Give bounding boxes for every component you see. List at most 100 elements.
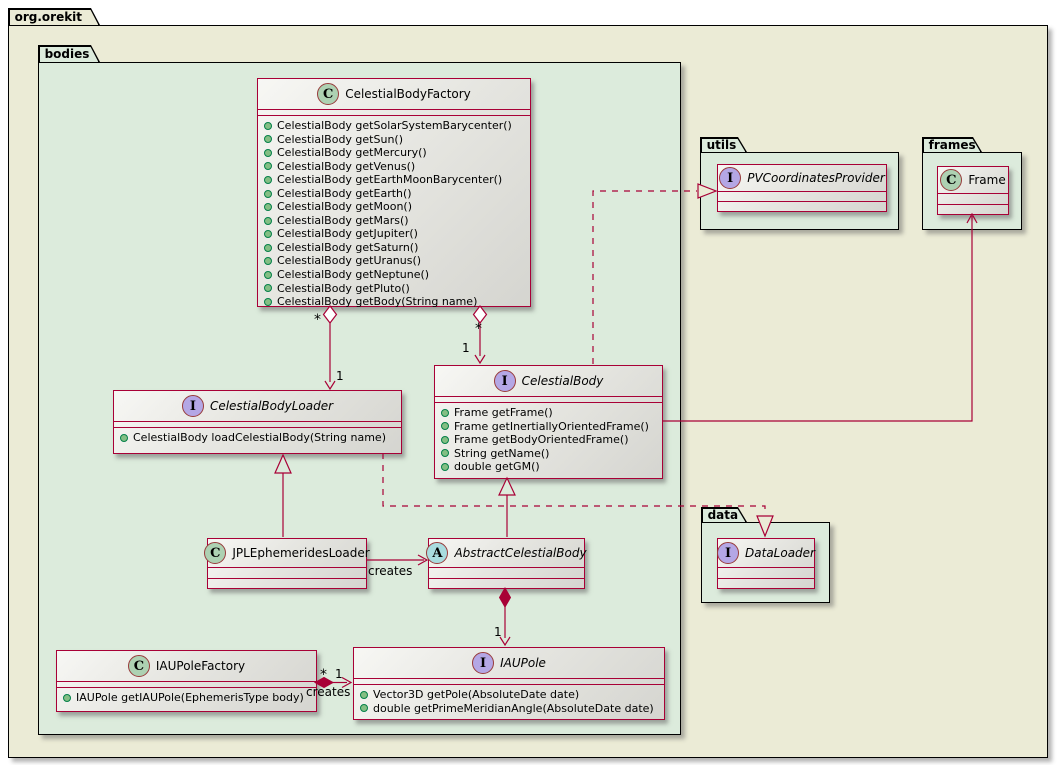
abstract-class-abstract-celestial-body[interactable]: A AbstractCelestialBody bbox=[426, 538, 587, 589]
methods-compartment: IAUPole getIAUPole(EphemerisType body) bbox=[57, 688, 316, 711]
method-row: Vector3D getPole(AbsoluteDate date) bbox=[360, 688, 658, 702]
class-title: IAUPole bbox=[500, 656, 546, 670]
public-visibility-icon bbox=[264, 189, 272, 198]
class-title: PVCoordinatesProvider bbox=[747, 171, 885, 185]
class-title: DataLoader bbox=[745, 546, 815, 560]
public-visibility-icon bbox=[264, 297, 272, 306]
package-label: org.orekit bbox=[10, 10, 99, 25]
public-visibility-icon bbox=[264, 121, 272, 130]
method-row: CelestialBody getVenus() bbox=[264, 160, 524, 174]
class-title: Frame bbox=[968, 173, 1006, 187]
method-row: CelestialBody getEarth() bbox=[264, 187, 524, 201]
method-row: CelestialBody getSolarSystemBarycenter() bbox=[264, 119, 524, 133]
class-title: AbstractCelestialBody bbox=[454, 546, 587, 560]
public-visibility-icon bbox=[441, 408, 449, 417]
method-row: CelestialBody getUranus() bbox=[264, 254, 524, 268]
public-visibility-icon bbox=[441, 462, 449, 471]
class-header: I IAUPole bbox=[354, 648, 664, 678]
interface-pv-coordinates-provider[interactable]: I PVCoordinatesProvider bbox=[717, 164, 887, 212]
method-row: CelestialBody getSaturn() bbox=[264, 241, 524, 255]
public-visibility-icon bbox=[264, 243, 272, 252]
methods-compartment: Frame getFrame() Frame getInertiallyOrie… bbox=[435, 403, 662, 478]
interface-celestial-body-loader[interactable]: I CelestialBodyLoader CelestialBody load… bbox=[113, 390, 402, 454]
class-header: C CelestialBodyFactory bbox=[258, 79, 530, 109]
class-header: C JPLEphemeridesLoader bbox=[204, 539, 370, 567]
class-jpl-ephemerides-loader[interactable]: C JPLEphemeridesLoader bbox=[204, 538, 370, 589]
class-header: I CelestialBody bbox=[435, 366, 662, 396]
class-header: C IAUPoleFactory bbox=[57, 651, 316, 681]
interface-celestial-body[interactable]: I CelestialBody Frame getFrame() Frame g… bbox=[434, 365, 663, 479]
method-row: CelestialBody getJupiter() bbox=[264, 227, 524, 241]
method-row: double getPrimeMeridianAngle(AbsoluteDat… bbox=[360, 702, 658, 716]
interface-icon: I bbox=[181, 395, 204, 417]
package-label: data bbox=[703, 509, 746, 522]
method-row: CelestialBody getEarthMoonBarycenter() bbox=[264, 173, 524, 187]
public-visibility-icon bbox=[441, 435, 449, 444]
method-row: CelestialBody getSun() bbox=[264, 133, 524, 147]
package-label: utils bbox=[702, 139, 746, 152]
methods-compartment bbox=[718, 201, 886, 211]
public-visibility-icon bbox=[264, 257, 272, 266]
fields-compartment bbox=[938, 193, 1008, 204]
package-tab-utils: utils bbox=[700, 137, 747, 152]
public-visibility-icon bbox=[264, 203, 272, 212]
public-visibility-icon bbox=[264, 175, 272, 184]
method-row: String getName() bbox=[441, 447, 656, 461]
class-title: JPLEphemeridesLoader bbox=[232, 546, 370, 560]
class-title: CelestialBodyFactory bbox=[345, 87, 471, 101]
class-icon: C bbox=[204, 542, 227, 564]
package-tab-bodies: bodies bbox=[38, 45, 100, 62]
fields-compartment bbox=[718, 567, 814, 578]
method-row: Frame getInertiallyOrientedFrame() bbox=[441, 420, 656, 434]
method-row: CelestialBody loadCelestialBody(String n… bbox=[120, 431, 395, 445]
fields-compartment bbox=[354, 678, 664, 685]
fields-compartment bbox=[435, 396, 662, 403]
public-visibility-icon bbox=[360, 704, 368, 713]
fields-compartment bbox=[258, 109, 530, 116]
methods-compartment bbox=[718, 577, 814, 589]
class-title: CelestialBodyLoader bbox=[209, 399, 334, 413]
interface-icon: I bbox=[719, 167, 742, 189]
public-visibility-icon bbox=[441, 449, 449, 458]
public-visibility-icon bbox=[264, 216, 272, 225]
public-visibility-icon bbox=[63, 693, 71, 702]
interface-icon: I bbox=[717, 542, 740, 564]
class-header: I PVCoordinatesProvider bbox=[718, 165, 886, 191]
methods-compartment: CelestialBody getSolarSystemBarycenter()… bbox=[258, 116, 530, 311]
class-header: I CelestialBodyLoader bbox=[114, 391, 401, 421]
package-label: frames bbox=[924, 139, 981, 152]
method-row: CelestialBody getBody(String name) bbox=[264, 295, 524, 309]
class-icon: C bbox=[940, 169, 963, 191]
public-visibility-icon bbox=[120, 433, 128, 442]
method-row: IAUPole getIAUPole(EphemerisType body) bbox=[63, 691, 310, 705]
class-title: IAUPoleFactory bbox=[155, 659, 246, 673]
fields-compartment bbox=[429, 567, 584, 578]
class-title: CelestialBody bbox=[521, 374, 604, 388]
interface-iau-pole[interactable]: I IAUPole Vector3D getPole(AbsoluteDate … bbox=[353, 647, 665, 720]
method-row: CelestialBody getMars() bbox=[264, 214, 524, 228]
interface-icon: I bbox=[493, 370, 516, 392]
class-frame[interactable]: C Frame bbox=[937, 166, 1009, 215]
methods-compartment bbox=[938, 203, 1008, 215]
public-visibility-icon bbox=[264, 270, 272, 279]
fields-compartment bbox=[208, 567, 366, 578]
public-visibility-icon bbox=[264, 148, 272, 157]
class-icon: C bbox=[317, 83, 340, 105]
class-iau-pole-factory[interactable]: C IAUPoleFactory IAUPole getIAUPole(Ephe… bbox=[56, 650, 317, 712]
method-row: CelestialBody getNeptune() bbox=[264, 268, 524, 282]
public-visibility-icon bbox=[264, 230, 272, 239]
methods-compartment: Vector3D getPole(AbsoluteDate date) doub… bbox=[354, 685, 664, 719]
public-visibility-icon bbox=[264, 162, 272, 171]
method-row: CelestialBody getMercury() bbox=[264, 146, 524, 160]
method-row: Frame getBodyOrientedFrame() bbox=[441, 433, 656, 447]
interface-data-loader[interactable]: I DataLoader bbox=[717, 538, 815, 589]
public-visibility-icon bbox=[264, 135, 272, 144]
package-tab-frames: frames bbox=[922, 137, 982, 152]
class-header: C Frame bbox=[938, 167, 1008, 193]
methods-compartment bbox=[208, 577, 366, 589]
method-row: Frame getFrame() bbox=[441, 406, 656, 420]
abstract-icon: A bbox=[426, 542, 449, 564]
class-celestial-body-factory[interactable]: C CelestialBodyFactory CelestialBody get… bbox=[257, 78, 531, 308]
methods-compartment: CelestialBody loadCelestialBody(String n… bbox=[114, 428, 401, 453]
public-visibility-icon bbox=[264, 284, 272, 293]
